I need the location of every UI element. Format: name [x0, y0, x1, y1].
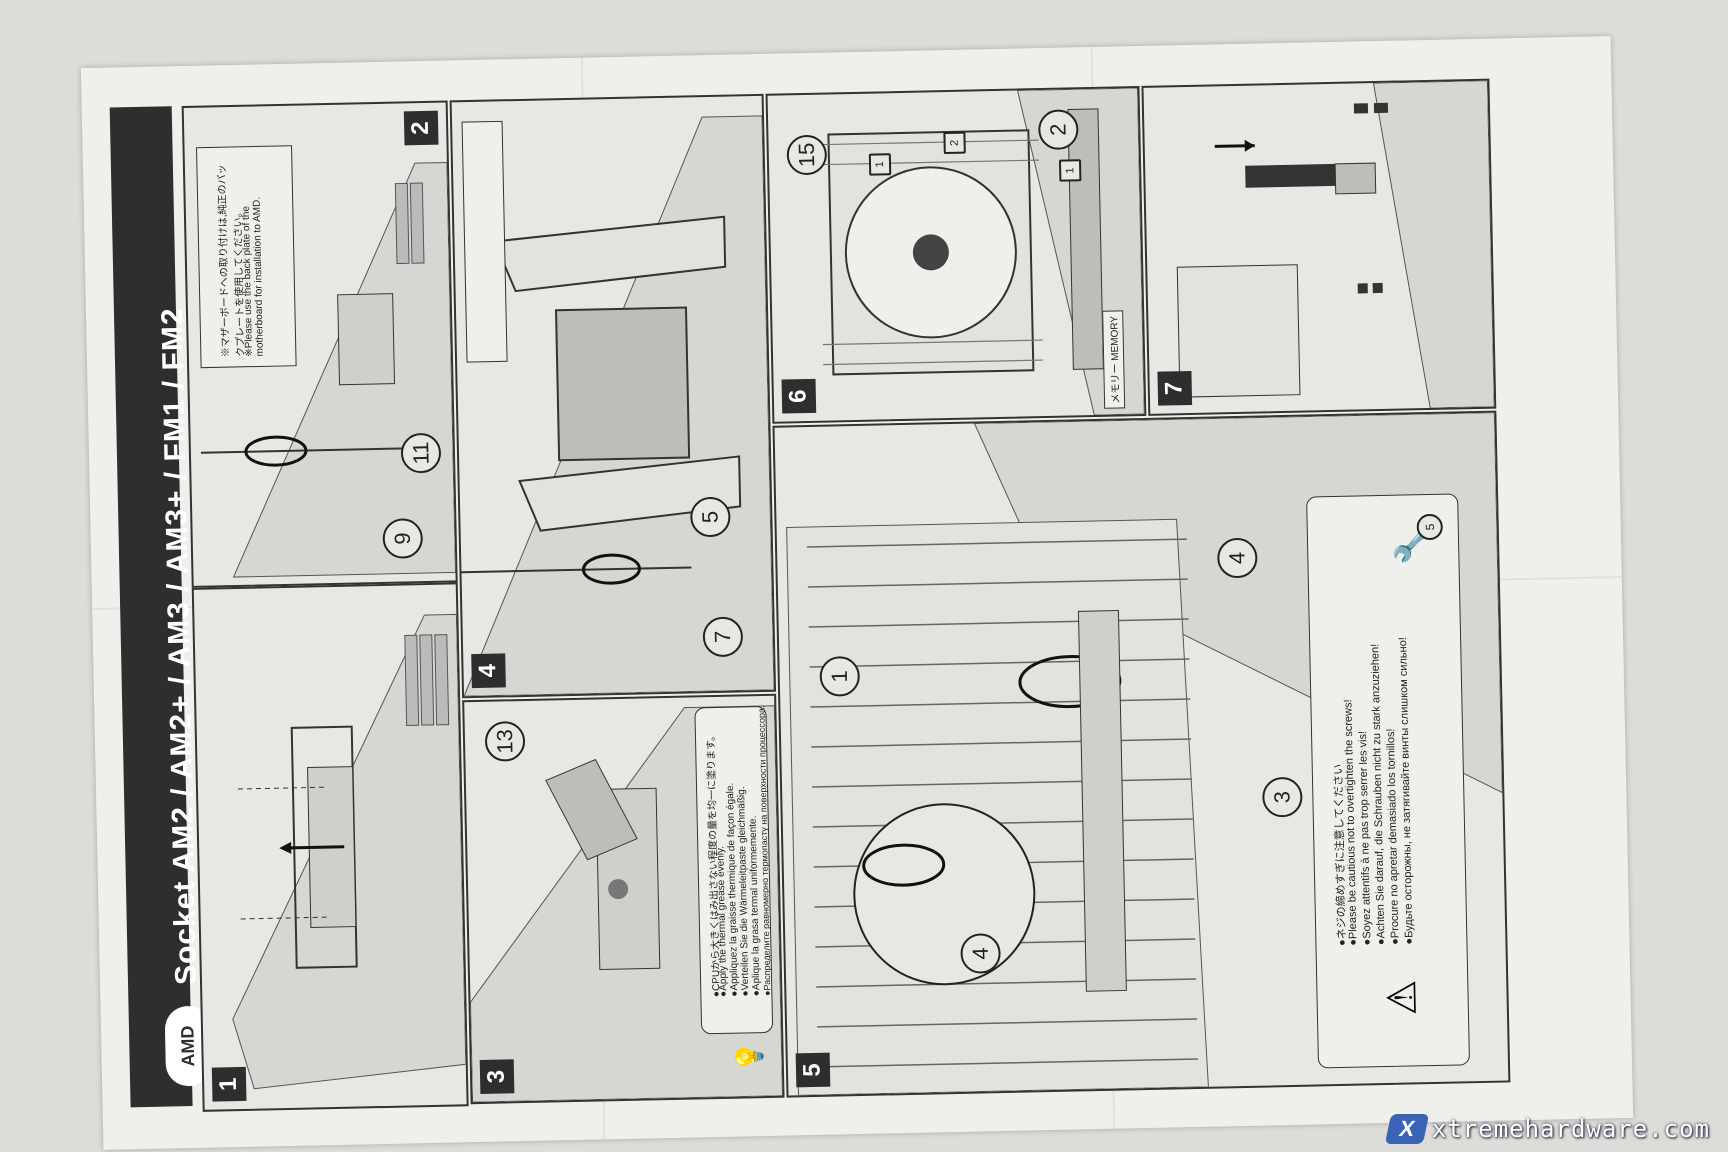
socket-header-band: Socket AM2 / AM2+ / AM3 / AM3+ / FM1 / F… [109, 106, 213, 1108]
step-1-panel: 1 [191, 582, 469, 1112]
step-2-number: 2 [403, 110, 439, 146]
xtremehardware-logo-icon: X [1384, 1114, 1430, 1144]
memory-label: メモリー MEMORY [1102, 310, 1126, 409]
step-3-panel: ●CPUから大きくはみ出さない程度の量を均一に塗ります。 ●Apply the … [462, 693, 785, 1105]
warning-triangle-icon: ⚠ [1380, 979, 1425, 1017]
clip-arrow-3: 2 [943, 131, 966, 155]
instruction-sheet: Socket AM2 / AM2+ / AM3 / AM3+ / FM1 / F… [80, 36, 1634, 1150]
step-4-number: 4 [471, 653, 506, 689]
clip-arrow-2: 1 [1058, 159, 1082, 182]
step-5-panel: ●ネジの締めすぎに注意してください ●Please be cautious no… [772, 410, 1511, 1098]
step-3-number: 3 [479, 1059, 515, 1094]
lightbulb-icon: 💡 [734, 1040, 765, 1074]
step-7-number: 7 [1157, 370, 1193, 406]
step-2-panel: ※マザーボードへの取り付けは,純正のバックプレートを使用してください。 ※Ple… [181, 100, 458, 588]
backplate-screw-illustration [196, 145, 456, 578]
watermark: X xtremehardware.com [1384, 1114, 1710, 1144]
step-7-panel: 7 [1141, 78, 1497, 416]
backplate-mount-illustration [232, 613, 467, 1090]
retention-bracket-illustration [461, 115, 775, 697]
backplate-note-en: ※Please use the back plate of the mother… [240, 196, 266, 357]
fan-cable-illustration [1176, 80, 1495, 409]
step-5-number: 5 [795, 1052, 831, 1088]
watermark-text: xtremehardware.com [1431, 1115, 1710, 1143]
clip-arrow-1: 1 [868, 153, 892, 176]
step-6-panel: メモリー MEMORY 15 2 1 1 2 6 [765, 85, 1147, 424]
step-4-panel: 5 7 4 [449, 93, 777, 699]
fan-clip-illustration [818, 88, 1145, 416]
step-1-number: 1 [211, 1066, 247, 1102]
step-6-number: 6 [781, 378, 817, 414]
